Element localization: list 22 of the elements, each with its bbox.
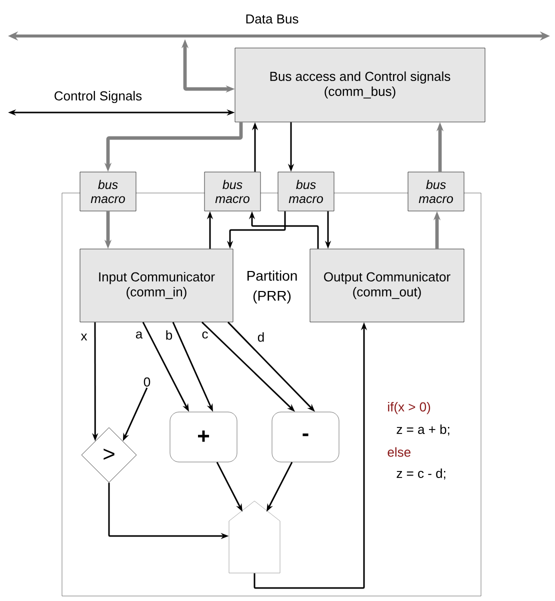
edge-label: d xyxy=(256,331,266,343)
bus-access-box: Bus access and Control signals (comm_bus) xyxy=(234,48,486,122)
edge-label: b xyxy=(164,329,174,341)
code-line: z = a + b; xyxy=(396,424,450,436)
code-line: if(x > 0) xyxy=(388,402,430,414)
bus-macro-box: bus macro xyxy=(278,172,334,212)
bus-macro-box: bus macro xyxy=(204,172,261,212)
edge-label: Control Signals xyxy=(52,90,144,104)
communicator-box: Input Communicator (comm_in) xyxy=(80,248,234,322)
communicator-box: Output Communicator (comm_out) xyxy=(310,248,464,322)
input-value: 0 xyxy=(144,377,150,387)
edge-label: x xyxy=(80,332,88,342)
edge-label: a xyxy=(134,330,144,340)
operator-box: - xyxy=(272,412,340,462)
code-line: else xyxy=(388,447,410,457)
node-label: Data Bus xyxy=(246,14,298,24)
bus-macro-box: bus macro xyxy=(80,172,136,212)
multiplexer-shape xyxy=(228,500,280,574)
edge-label: c xyxy=(200,330,210,340)
code-line: z = c - d; xyxy=(396,468,446,480)
operator-box: + xyxy=(170,412,238,462)
bus-macro-box: bus macro xyxy=(408,172,464,212)
